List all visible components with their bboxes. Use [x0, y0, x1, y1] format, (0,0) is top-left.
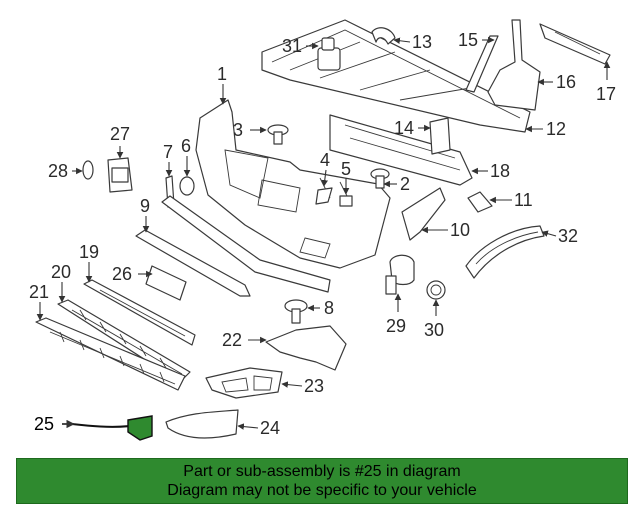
callout-4[interactable]: 4: [320, 150, 330, 170]
part-5-trim-piece: [339, 195, 353, 207]
part-28-sensor-ring: [82, 160, 94, 180]
part-2-push-clip: [370, 168, 390, 189]
callout-8[interactable]: 8: [324, 298, 334, 318]
part-32-wheel-arch-trim: [465, 225, 545, 279]
part-22-bumper-bracket: [265, 325, 347, 371]
banner-line-disclaimer: Diagram may not be specific to your vehi…: [167, 482, 477, 499]
part-16-support-bracket: [487, 19, 541, 111]
callout-10[interactable]: 10: [450, 220, 470, 240]
part-lower-bumper-trim: [161, 195, 331, 293]
part-6-cap: [179, 176, 195, 196]
callout-1[interactable]: 1: [217, 64, 227, 84]
callout-30[interactable]: 30: [424, 320, 444, 340]
callout-27[interactable]: 27: [110, 124, 130, 144]
part-3-push-clip: [267, 124, 289, 145]
callout-labels: 1 2 3 4 5 6 7 8 9 10 11 12 13 14 15 16 1…: [29, 30, 616, 438]
part-23-fog-lamp-trim: [205, 367, 283, 399]
callout-18[interactable]: 18: [490, 161, 510, 181]
part-29-park-sensor: [385, 254, 415, 295]
part-1-bumper-cover: [195, 99, 391, 269]
callout-3[interactable]: 3: [233, 120, 243, 140]
info-banner: Part or sub-assembly is #25 in diagram D…: [16, 458, 628, 504]
exploded-bumper-diagram: 1 2 3 4 5 6 7 8 9 10 11 12 13 14 15 16 1…: [29, 19, 616, 441]
part-14-bracket: [429, 117, 451, 155]
callout-29[interactable]: 29: [386, 316, 406, 336]
callout-16[interactable]: 16: [556, 72, 576, 92]
callout-7[interactable]: 7: [163, 142, 173, 162]
callout-31[interactable]: 31: [282, 36, 302, 56]
part-13-clip: [371, 27, 396, 45]
banner-line-part-number: Part or sub-assembly is #25 in diagram: [183, 463, 461, 480]
callout-5[interactable]: 5: [341, 159, 351, 179]
callout-23[interactable]: 23: [304, 376, 324, 396]
part-10-side-bracket: [401, 187, 446, 241]
callout-28[interactable]: 28: [48, 161, 68, 181]
callout-22[interactable]: 22: [222, 330, 242, 350]
callout-17[interactable]: 17: [596, 84, 616, 104]
callout-6[interactable]: 6: [181, 136, 191, 156]
callout-20[interactable]: 20: [51, 262, 71, 282]
callout-19[interactable]: 19: [79, 242, 99, 262]
part-24-corner-trim: [165, 409, 239, 439]
callout-24[interactable]: 24: [260, 418, 280, 438]
part-11-clip: [467, 191, 493, 213]
callout-2[interactable]: 2: [400, 174, 410, 194]
callout-9[interactable]: 9: [140, 196, 150, 216]
part-26-license-plate-base: [145, 265, 187, 301]
callout-26[interactable]: 26: [112, 264, 132, 284]
part-8-clip: [284, 299, 308, 324]
callout-12[interactable]: 12: [546, 119, 566, 139]
leader-lines: [36, 36, 611, 430]
part-15-mount-bracket: [465, 35, 499, 93]
part-27-sensor-housing: [107, 157, 133, 193]
callout-15[interactable]: 15: [458, 30, 478, 50]
callout-25-highlighted[interactable]: 25: [34, 414, 54, 434]
callout-32[interactable]: 32: [558, 226, 578, 246]
part-25-highlighted-seal: [71, 415, 153, 441]
part-17-side-bracket: [539, 23, 611, 65]
part-4-trim-piece: [315, 187, 333, 205]
callout-14[interactable]: 14: [394, 118, 414, 138]
callout-21[interactable]: 21: [29, 282, 49, 302]
part-31-sensor: [317, 37, 341, 71]
callout-13[interactable]: 13: [412, 32, 432, 52]
callout-11[interactable]: 11: [514, 190, 533, 210]
part-30-sensor-ring: [426, 280, 446, 300]
